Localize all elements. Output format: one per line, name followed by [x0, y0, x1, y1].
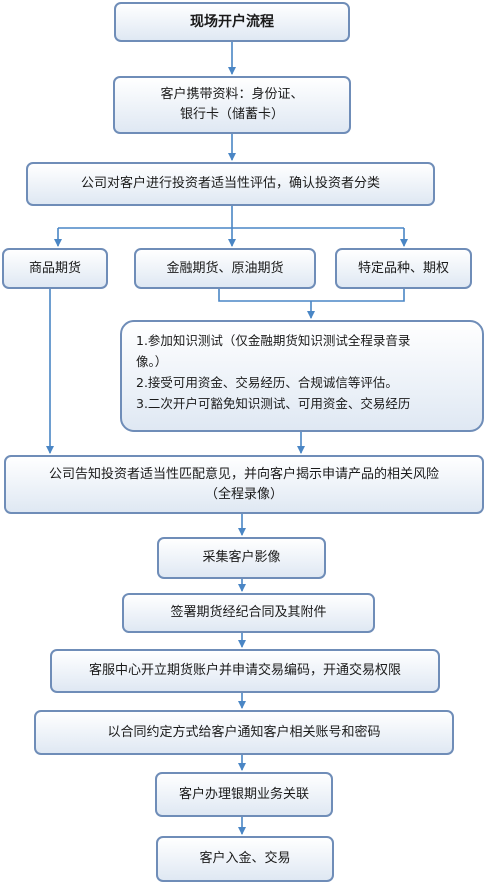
- step-final-box: 客户入金、交易: [156, 836, 334, 882]
- materials-line-2: 银行卡（储蓄卡）: [179, 107, 284, 122]
- requirement-item-2: 2.接受可用资金、交易经历、合规诚信等评估。: [136, 375, 398, 390]
- step-account-open-box: 客服中心开立期货账户并申请交易编码，开通交易权限: [50, 649, 440, 693]
- flow-title-box: 现场开户流程: [114, 2, 350, 42]
- step-notify-box: 以合同约定方式给客户通知客户相关账号和密码: [34, 710, 454, 755]
- account-open-text: 客服中心开立期货账户并申请交易编码，开通交易权限: [88, 663, 401, 678]
- requirement-item-3: 3.二次开户可豁免知识测试、可用资金、交易经历: [136, 396, 411, 411]
- contract-text: 签署期货经纪合同及其附件: [170, 605, 327, 620]
- disclosure-line-1: 公司告知投资者适当性匹配意见，并向客户揭示申请产品的相关风险: [48, 466, 439, 482]
- step-disclosure-box: 公司告知投资者适当性匹配意见，并向客户揭示申请产品的相关风险 （全程录像）: [4, 455, 484, 514]
- commodity-label: 商品期货: [28, 260, 81, 276]
- step-assessment-box: 公司对客户进行投资者适当性评估，确认投资者分类: [26, 162, 435, 206]
- specific-label: 特定品种、期权: [357, 260, 449, 276]
- requirement-item-1-cont: 像。）: [136, 354, 168, 369]
- branch-specific-box: 特定品种、期权: [335, 248, 472, 289]
- disclosure-line-2: （全程录像）: [204, 486, 283, 502]
- financial-label: 金融期货、原油期货: [166, 260, 284, 276]
- materials-line-1: 客户携带资料：身份证、: [160, 87, 304, 102]
- step-contract-box: 签署期货经纪合同及其附件: [122, 593, 375, 633]
- requirements-box: 1.参加知识测试（仅金融期货知识测试全程录音录 像。） 2.接受可用资金、交易经…: [120, 320, 484, 432]
- branch-commodity-box: 商品期货: [2, 248, 108, 289]
- bank-link-text: 客户办理银期业务关联: [178, 786, 309, 802]
- final-text: 客户入金、交易: [199, 851, 291, 866]
- requirement-item-1: 1.参加知识测试（仅金融期货知识测试全程录音录: [136, 333, 411, 348]
- branch-financial-box: 金融期货、原油期货: [134, 248, 316, 289]
- connector-merge-financial-specific: [218, 289, 405, 302]
- notify-text: 以合同约定方式给客户通知客户相关账号和密码: [107, 724, 381, 740]
- assessment-text: 公司对客户进行投资者适当性评估，确认投资者分类: [80, 176, 380, 191]
- flow-title: 现场开户流程: [190, 14, 274, 30]
- image-capture-text: 采集客户影像: [202, 550, 281, 565]
- step-materials-box: 客户携带资料：身份证、 银行卡（储蓄卡）: [113, 76, 351, 134]
- step-image-capture-box: 采集客户影像: [157, 537, 326, 579]
- step-bank-link-box: 客户办理银期业务关联: [155, 772, 333, 817]
